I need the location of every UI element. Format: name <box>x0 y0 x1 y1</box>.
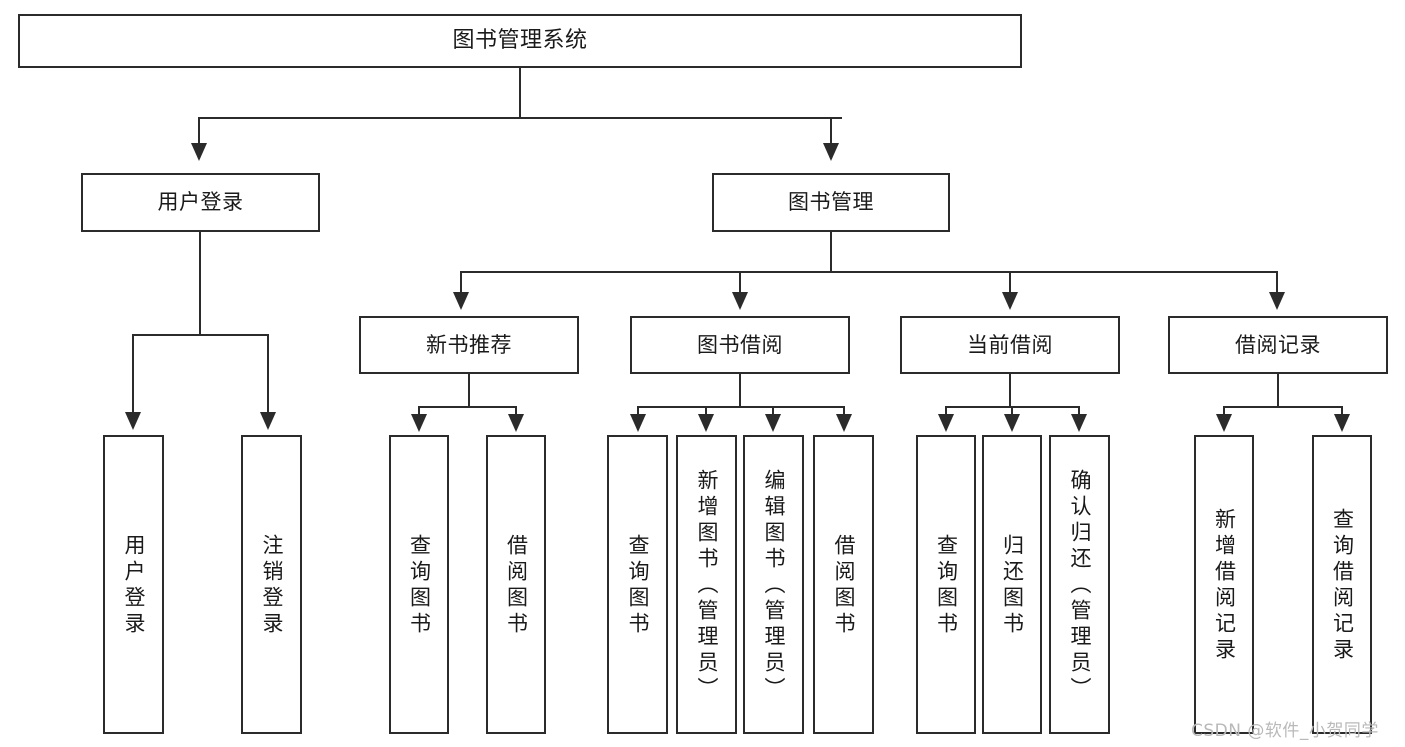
connector-bm-branch-3 <box>1009 271 1011 293</box>
leaf-nbr-borrow-book[interactable]: 借阅图书 <box>486 435 546 734</box>
node-label: 注销登录 <box>260 533 284 638</box>
node-label: 借阅记录 <box>1235 332 1321 357</box>
connector-bm-branch-1 <box>460 271 462 293</box>
arrowhead-bb-leaf-4 <box>836 414 852 432</box>
connector-br-branch-1 <box>1223 406 1225 416</box>
node-book-borrow[interactable]: 图书借阅 <box>630 316 850 374</box>
connector-user-login-branch-1 <box>132 334 134 414</box>
connector-book-management-stem <box>830 232 832 272</box>
node-label: 新增图书（管理员） <box>695 468 719 703</box>
leaf-cb-query-book[interactable]: 查询图书 <box>916 435 976 734</box>
connector-nbr-stem <box>468 374 470 408</box>
connector-bb-branch-2 <box>705 406 707 416</box>
node-label: 查询借阅记录 <box>1330 507 1355 664</box>
connector-bm-branch-4 <box>1276 271 1278 293</box>
node-label: 借阅图书 <box>504 533 529 638</box>
leaf-bb-edit-book-admin[interactable]: 编辑图书（管理员） <box>743 435 804 734</box>
arrowhead-to-borrow-record <box>1269 292 1285 310</box>
connector-root-bus <box>198 117 842 119</box>
arrowhead-br-leaf-2 <box>1334 414 1350 432</box>
node-user-login[interactable]: 用户登录 <box>81 173 320 232</box>
arrowhead-bb-leaf-1 <box>630 414 646 432</box>
leaf-nbr-query-book[interactable]: 查询图书 <box>389 435 449 734</box>
arrowhead-to-book-management <box>823 143 839 161</box>
arrowhead-bb-leaf-3 <box>765 414 781 432</box>
node-label: 图书管理 <box>788 190 874 214</box>
connector-nbr-branch-2 <box>515 406 517 416</box>
node-borrow-record[interactable]: 借阅记录 <box>1168 316 1388 374</box>
node-label: 查询图书 <box>626 533 650 638</box>
connector-bb-branch-4 <box>843 406 845 416</box>
leaf-bb-add-book-admin[interactable]: 新增图书（管理员） <box>676 435 737 734</box>
connector-cb-branch-2 <box>1011 406 1013 416</box>
leaf-cb-confirm-return-admin[interactable]: 确认归还（管理员） <box>1049 435 1110 734</box>
node-current-borrow[interactable]: 当前借阅 <box>900 316 1120 374</box>
connector-br-bus <box>1223 406 1343 408</box>
leaf-bb-borrow-book[interactable]: 借阅图书 <box>813 435 874 734</box>
node-label: 图书管理系统 <box>452 28 588 53</box>
arrowhead-bb-leaf-2 <box>698 414 714 432</box>
connector-bb-branch-1 <box>637 406 639 416</box>
connector-nbr-branch-1 <box>418 406 420 416</box>
arrowhead-br-leaf-1 <box>1216 414 1232 432</box>
node-label: 借阅图书 <box>832 533 856 638</box>
connector-user-login-bus <box>132 334 269 336</box>
arrowhead-nbr-leaf-2 <box>508 414 524 432</box>
connector-root-stem <box>519 68 521 118</box>
connector-bb-stem <box>739 374 741 408</box>
connector-cb-stem <box>1009 374 1011 408</box>
node-label: 用户登录 <box>157 190 244 214</box>
connector-br-stem <box>1277 374 1279 408</box>
connector-user-login-branch-2 <box>267 334 269 414</box>
connector-user-login-stem <box>199 232 201 335</box>
connector-bb-bus <box>637 406 845 408</box>
node-label: 新书推荐 <box>426 332 512 357</box>
arrowhead-user-login-leaf-1 <box>125 412 141 430</box>
leaf-logout-login[interactable]: 注销登录 <box>241 435 302 734</box>
leaf-bb-query-book[interactable]: 查询图书 <box>607 435 668 734</box>
connector-cb-branch-1 <box>945 406 947 416</box>
connector-bb-branch-3 <box>772 406 774 416</box>
arrowhead-cb-leaf-3 <box>1071 414 1087 432</box>
node-label: 确认归还（管理员） <box>1068 468 1092 703</box>
connector-cb-branch-3 <box>1078 406 1080 416</box>
node-label: 当前借阅 <box>967 332 1053 357</box>
connector-br-branch-2 <box>1341 406 1343 416</box>
node-label: 查询图书 <box>934 533 959 638</box>
leaf-cb-return-book[interactable]: 归还图书 <box>982 435 1042 734</box>
arrowhead-to-new-book-recommend <box>453 292 469 310</box>
node-label: 归还图书 <box>1000 533 1025 638</box>
node-label: 查询图书 <box>407 533 432 638</box>
leaf-br-query-record[interactable]: 查询借阅记录 <box>1312 435 1372 734</box>
arrowhead-cb-leaf-2 <box>1004 414 1020 432</box>
node-label: 用户登录 <box>122 533 146 638</box>
connector-book-management-bus <box>460 271 1277 273</box>
arrowhead-cb-leaf-1 <box>938 414 954 432</box>
node-label: 图书借阅 <box>697 332 783 357</box>
connector-root-to-book-management <box>830 117 832 145</box>
node-label: 新增借阅记录 <box>1212 507 1237 664</box>
arrowhead-to-current-borrow <box>1002 292 1018 310</box>
arrowhead-nbr-leaf-1 <box>411 414 427 432</box>
node-new-book-recommend[interactable]: 新书推荐 <box>359 316 579 374</box>
connector-root-to-user-login <box>198 117 200 145</box>
leaf-user-login[interactable]: 用户登录 <box>103 435 164 734</box>
arrowhead-to-book-borrow <box>732 292 748 310</box>
connector-bm-branch-2 <box>739 271 741 293</box>
leaf-br-add-record[interactable]: 新增借阅记录 <box>1194 435 1254 734</box>
node-root-book-management-system[interactable]: 图书管理系统 <box>18 14 1022 68</box>
arrowhead-to-user-login <box>191 143 207 161</box>
node-book-management[interactable]: 图书管理 <box>712 173 950 232</box>
arrowhead-user-login-leaf-2 <box>260 412 276 430</box>
node-label: 编辑图书（管理员） <box>762 468 786 703</box>
connector-nbr-bus <box>418 406 517 408</box>
